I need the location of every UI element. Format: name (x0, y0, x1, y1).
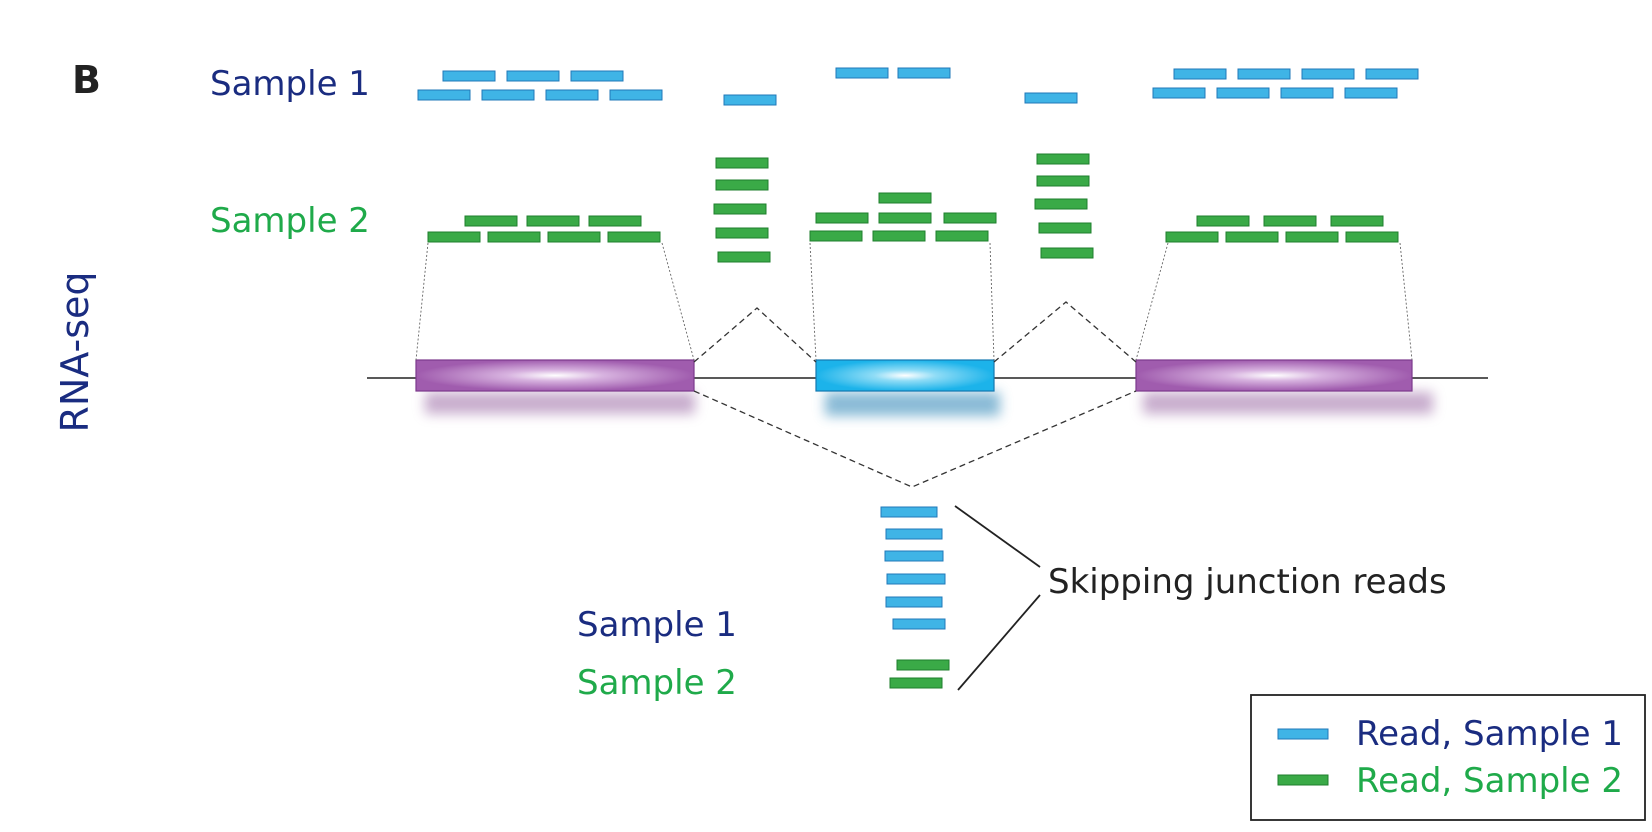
read-sample-1-exon-3-14 (1365, 68, 1419, 80)
read-sample-1-exon-1-3 (417, 89, 471, 101)
read-sample-2-skip-56 (896, 659, 950, 671)
read-sample-1-skip-55 (892, 618, 946, 630)
read-sample-1-skip-54 (885, 596, 943, 608)
read-sample-2-exon-2-35 (809, 230, 863, 242)
read-sample-1-exon-1-6 (609, 89, 663, 101)
skipping-junction-reads-label: Skipping junction reads (1048, 562, 1447, 602)
read-sample-2-exon-1-23 (487, 231, 541, 243)
read-sample-1-exon-3-13 (1301, 68, 1355, 80)
read-sample-1-skip-53 (886, 573, 946, 585)
read-sample-2-exon-3-45 (1330, 215, 1384, 227)
read-sample-2-exon-2-33 (878, 212, 932, 224)
read-sample-2-exon-3-46 (1165, 231, 1219, 243)
read-sample-2-exon-2-34 (943, 212, 997, 224)
skipping-junction-arc (693, 390, 1137, 488)
read-sample-2-exon-3-48 (1285, 231, 1339, 243)
read-sample-2-junction-2-38 (1036, 153, 1090, 165)
read-sample-1-junction-1-7 (723, 94, 777, 106)
legend: Read, Sample 1 Read, Sample 2 (1250, 694, 1646, 821)
inclusion-junction-arcs (693, 301, 1137, 363)
exon-2-shadow (825, 392, 1000, 416)
read-sample-1-exon-1-2 (570, 70, 624, 82)
read-sample-1-exon-3-18 (1344, 87, 1398, 99)
exon-2-alternative (815, 359, 995, 392)
read-sample-1-exon-1-1 (506, 70, 560, 82)
read-sample-2-exon-1-21 (588, 215, 642, 227)
exon-3-shadow (1143, 392, 1433, 414)
legend-label-sample-2: Read, Sample 2 (1356, 761, 1623, 801)
read-sample-1-exon-3-12 (1237, 68, 1291, 80)
read-sample-2-exon-1-24 (547, 231, 601, 243)
panel-letter: B (72, 58, 101, 102)
read-sample-2-junction-1-27 (715, 179, 769, 191)
read-sample-1-exon-3-15 (1152, 87, 1206, 99)
read-sample-2-exon-2-37 (935, 230, 989, 242)
read-sample-1-junction-2-10 (1024, 92, 1078, 104)
read-sample-2-exon-1-20 (526, 215, 580, 227)
read-sample-2-junction-1-28 (713, 203, 767, 215)
bottom-label-sample-1: Sample 1 (577, 605, 737, 645)
read-sample-2-junction-1-26 (715, 157, 769, 169)
read-sample-1-exon-1-4 (481, 89, 535, 101)
legend-swatch-sample-2 (1277, 774, 1329, 786)
annotation-callout-lines (954, 505, 1041, 691)
read-sample-2-exon-2-32 (815, 212, 869, 224)
read-sample-2-junction-1-30 (717, 251, 771, 263)
read-sample-1-exon-1-5 (545, 89, 599, 101)
legend-swatch-sample-1 (1277, 728, 1329, 740)
legend-box (1250, 694, 1646, 821)
read-sample-1-exon-3-16 (1216, 87, 1270, 99)
top-label-sample-2: Sample 2 (210, 201, 370, 241)
top-label-sample-1: Sample 1 (210, 64, 370, 104)
read-sample-2-junction-2-40 (1034, 198, 1088, 210)
read-sample-1-skip-51 (885, 528, 943, 540)
read-sample-1-skip-52 (884, 550, 944, 562)
side-label-rna-seq: RNA-seq (53, 272, 97, 433)
read-sample-2-exon-3-44 (1263, 215, 1317, 227)
read-sample-2-junction-2-41 (1038, 222, 1092, 234)
read-sample-1-exon-3-17 (1280, 87, 1334, 99)
read-sample-2-skip-57 (889, 677, 943, 689)
read-sample-2-exon-2-36 (872, 230, 926, 242)
read-sample-1-exon-3-11 (1173, 68, 1227, 80)
exon-1 (415, 359, 695, 392)
read-sample-2-exon-1-25 (607, 231, 661, 243)
read-sample-2-junction-2-39 (1036, 175, 1090, 187)
read-sample-2-junction-2-42 (1040, 247, 1094, 259)
read-sample-2-exon-1-19 (464, 215, 518, 227)
exon-1-shadow (425, 392, 695, 414)
read-sample-2-exon-3-47 (1225, 231, 1279, 243)
read-sample-1-exon-1-0 (442, 70, 496, 82)
read-sample-2-junction-1-29 (715, 227, 769, 239)
reads-group (417, 67, 1419, 689)
read-sample-1-skip-50 (880, 506, 938, 518)
read-sample-2-exon-3-43 (1196, 215, 1250, 227)
read-sample-1-exon-2-8 (835, 67, 889, 79)
read-sample-2-exon-2-31 (878, 192, 932, 204)
read-sample-2-exon-3-49 (1345, 231, 1399, 243)
legend-label-sample-1: Read, Sample 1 (1356, 714, 1623, 754)
exon-3 (1135, 359, 1413, 392)
read-sample-1-exon-2-9 (897, 67, 951, 79)
bottom-label-sample-2: Sample 2 (577, 663, 737, 703)
read-sample-2-exon-1-22 (427, 231, 481, 243)
read-guide-lines (415, 242, 1413, 361)
